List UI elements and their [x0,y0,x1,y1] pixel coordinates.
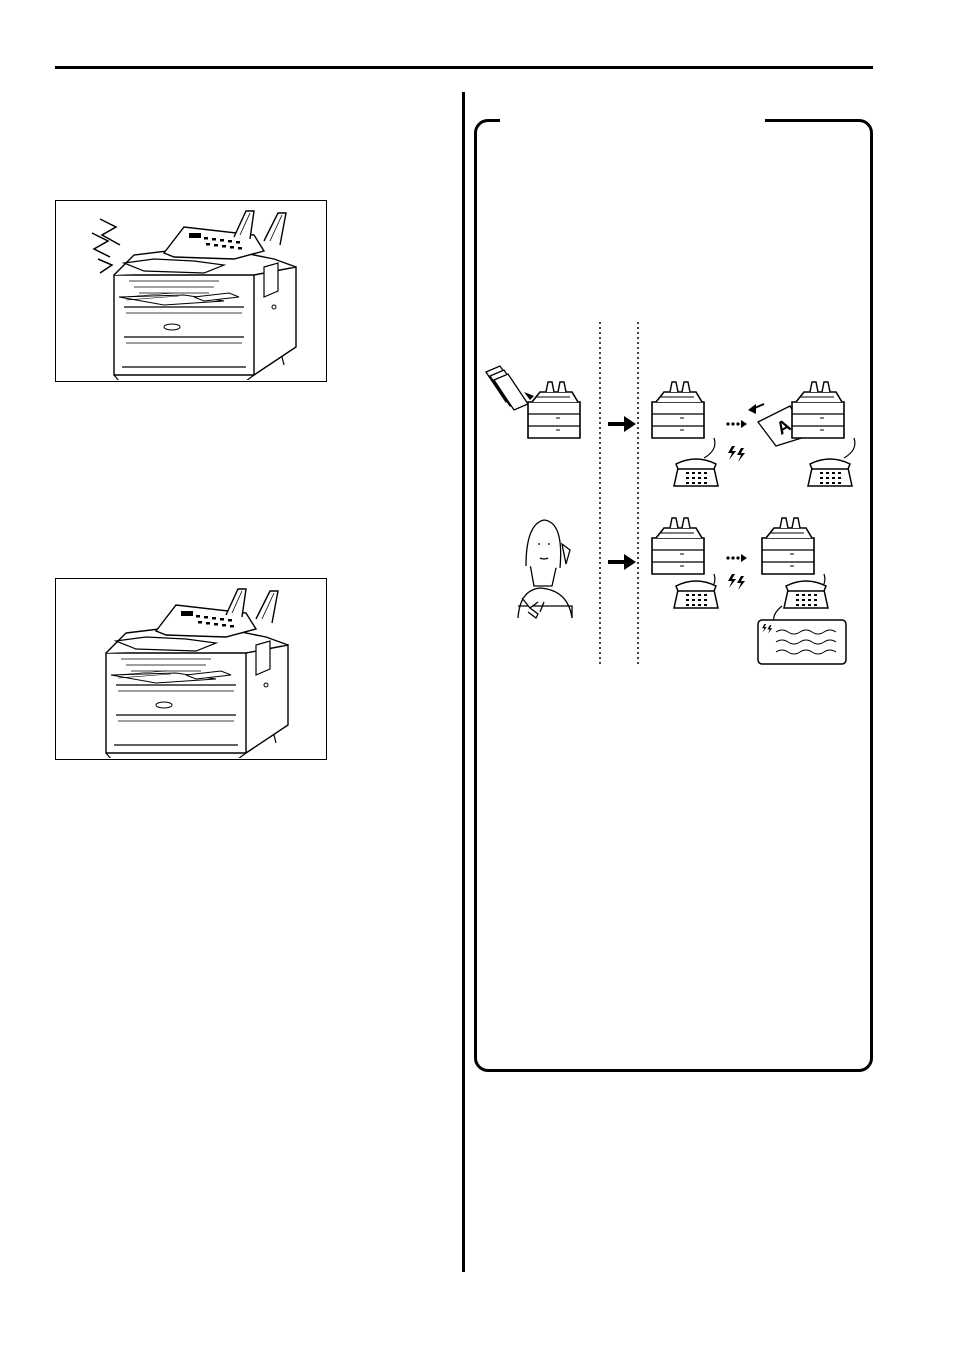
fax-machine-with-telephone-icon [651,517,705,575]
fax-with-handset-message-icon [757,517,847,665]
person-on-phone-icon [517,519,573,619]
figure-fax-ringing [55,200,327,382]
panel-title-gap [500,112,765,126]
fax-machine-ringing-illustration [91,210,297,380]
telephone-icon [673,580,719,609]
top-rule [55,66,873,69]
fax-machine-illustration [105,588,289,758]
document-sheets-icon [485,365,534,411]
figure-fax-idle [55,578,327,760]
fax-machine-with-telephone-icon [651,381,705,439]
fax-receiving-document-icon: A [748,381,856,487]
fax-machine-icon [527,381,581,439]
reception-mode-diagram: A [478,318,868,670]
telephone-icon [673,458,719,487]
dotted-double-arrow-icon [726,420,747,428]
column-divider [462,92,465,1272]
lightning-signal-icon [728,446,745,462]
dotted-double-arrow-icon [726,554,747,562]
ringing-icon [91,218,121,274]
arrow-right-icon [608,554,636,570]
arrow-right-icon [608,416,636,432]
lightning-signal-icon [728,574,745,590]
